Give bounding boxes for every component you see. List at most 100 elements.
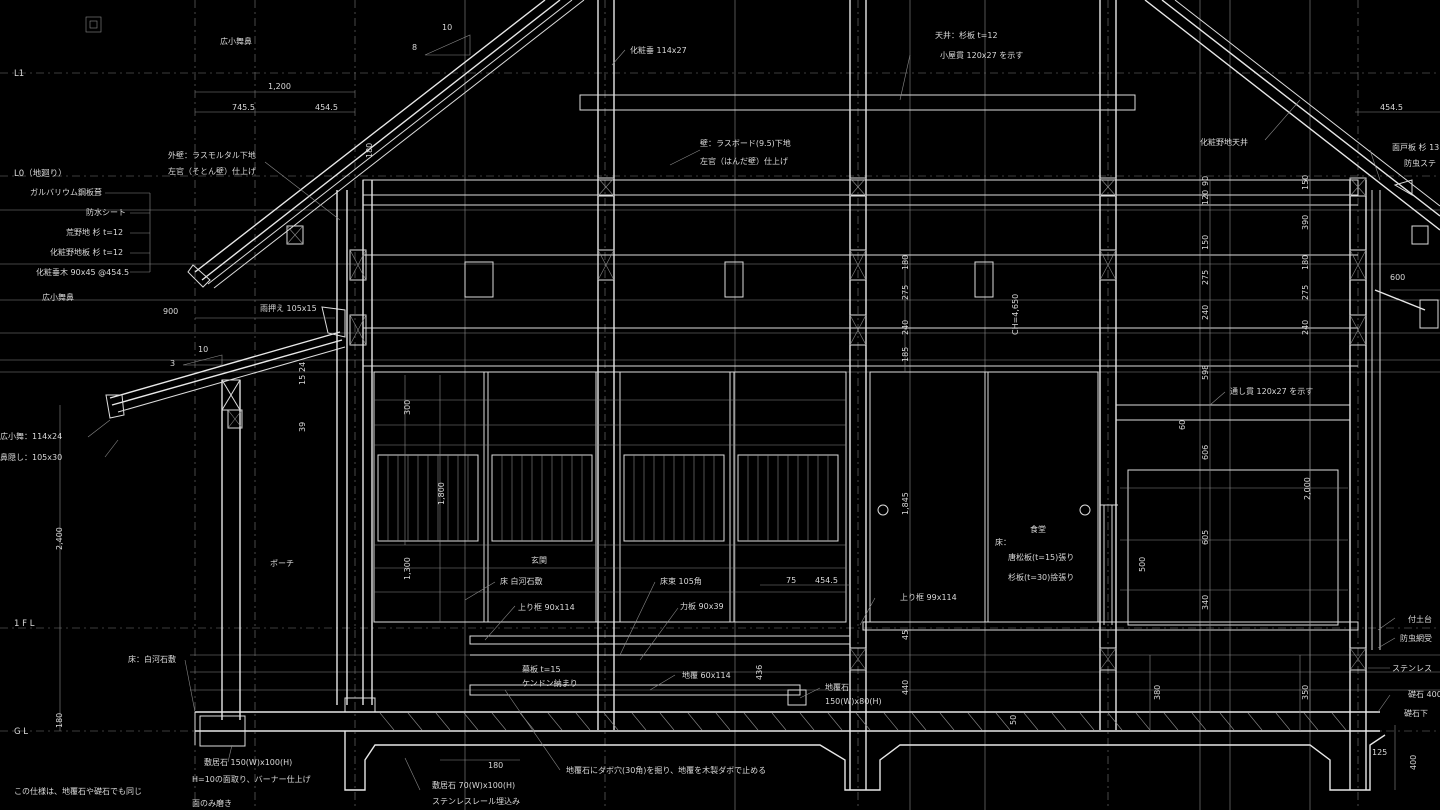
dim-180b: 180 <box>901 255 910 270</box>
label-shokudo: 食堂 <box>1030 524 1046 534</box>
dim-454b: 454.5 <box>1380 103 1403 112</box>
floor-hatch <box>883 712 899 731</box>
label-sakan: 左官（はんだ壁）仕上げ <box>700 156 788 166</box>
dim-606: 606 <box>1201 445 1210 460</box>
foundation <box>194 621 1386 791</box>
structure <box>221 0 1381 790</box>
dim-ch: CH=4,650 <box>1011 294 1020 335</box>
dim-180d: 180 <box>55 713 64 728</box>
floor-hatch <box>1191 712 1207 731</box>
label-jifukuishi-dim: 150(W)x80(H) <box>825 697 882 706</box>
floor-hatch <box>1079 712 1095 731</box>
dim-60: 60 <box>1178 420 1187 430</box>
floor-hatch <box>799 712 815 731</box>
dim-24: 24 <box>298 362 307 372</box>
floor-hatch <box>463 712 479 731</box>
dim-90: 90 <box>1201 176 1210 186</box>
label-tomatsu: 唐松板(t=15)張り <box>1008 552 1074 562</box>
floor-hatch <box>771 712 787 731</box>
dim-436: 436 <box>755 665 764 680</box>
dim-1300: 1,300 <box>403 557 412 580</box>
dim-180e: 180 <box>365 143 374 158</box>
label-gaiheki: 外壁：ラスモルタル下地 <box>168 150 256 160</box>
label-keshou-noji: 化粧野地板 杉 t=12 <box>50 247 123 257</box>
label-kendon: ケンドン納まり <box>522 678 578 688</box>
slope-markers <box>182 34 471 366</box>
dim-1800: 1,800 <box>437 482 446 505</box>
leader-lines <box>87 49 1396 791</box>
dim-2400: 2,400 <box>55 527 64 550</box>
label-mendo: 面戸板 杉 13 <box>1392 142 1439 152</box>
floor-hatch <box>855 712 871 731</box>
level-l1: L1 <box>14 69 24 79</box>
floor-hatch <box>911 712 927 731</box>
dining-doors <box>869 371 1350 626</box>
floor-hatch <box>1331 712 1347 731</box>
label-sugi30: 杉板(t=30)捨張り <box>1008 572 1074 582</box>
dim-340: 340 <box>1201 595 1210 610</box>
dim-745: 745.5 <box>232 103 255 112</box>
beams <box>227 94 1429 671</box>
slope-eave-rise: 10 <box>198 345 208 354</box>
dim-1845: 1,845 <box>901 492 910 515</box>
slope-eave-run: 3 <box>170 359 175 368</box>
floor-hatch <box>715 712 731 731</box>
level-l0: L0（地廻り） <box>14 168 67 179</box>
label-toushinuki: 通し貫 120x27 を示す <box>1230 386 1313 396</box>
dim-240a: 240 <box>901 320 910 335</box>
floor-hatch <box>687 712 703 731</box>
dim-350: 350 <box>1301 685 1310 700</box>
label-bouchu: 防虫ステ <box>1404 158 1436 168</box>
slope-main-rise: 10 <box>442 23 452 32</box>
label-reiishi: 礎石 400 <box>1408 689 1440 699</box>
dimension-lines <box>59 91 1440 790</box>
dim-275c: 275 <box>1301 285 1310 300</box>
floor-hatch <box>827 712 843 731</box>
label-hirokomai-bottom: 広小舞鼻 <box>42 292 74 302</box>
dim-275a: 275 <box>901 285 910 300</box>
floor-hatch <box>603 712 619 731</box>
floor-hatch <box>435 712 451 731</box>
label-hirokomai-top: 広小舞鼻 <box>220 36 252 46</box>
dim-180c: 180 <box>1301 255 1310 270</box>
label-porch: ポーチ <box>270 559 294 568</box>
entrance-doors <box>373 371 847 623</box>
dim-125: 125 <box>1372 748 1387 757</box>
label-yukazuka: 床束 105角 <box>660 576 702 586</box>
level-gl: G L <box>14 727 28 737</box>
dim-120: 120 <box>1201 190 1210 205</box>
corner-marker-icon <box>85 16 102 33</box>
label-hanakakushi: 鼻隠し：105x30 <box>0 452 62 462</box>
dim-454c: 454.5 <box>815 576 838 585</box>
label-amaosae: 雨押え 105x15 <box>260 303 317 313</box>
label-kabe: 壁：ラスボード(9.5)下地 <box>700 138 791 148</box>
label-hirokomai: 広小舞：114x24 <box>0 431 62 441</box>
dim-900: 900 <box>163 307 178 316</box>
label-agarikamachi: 上り框 90x114 <box>518 602 575 612</box>
floor-hatch <box>1163 712 1179 731</box>
label-shikiishi1: 敷居石 150(W)x100(H) <box>204 757 292 767</box>
label-agarikamachi2: 上り框 99x114 <box>900 592 957 602</box>
floor-hatch <box>939 712 955 731</box>
dim-400: 400 <box>1409 755 1418 770</box>
label-men-nomi: 面のみ磨き <box>192 798 232 808</box>
dim-180: 180 <box>488 761 503 770</box>
floor-hatch <box>491 712 507 731</box>
label-keshou-tenjou: 化粧野地天井 <box>1200 137 1248 147</box>
floor-hatch <box>407 712 423 731</box>
dim-240b: 240 <box>1201 305 1210 320</box>
label-yuka-shirakawa: 床 白河石敷 <box>500 576 543 586</box>
floor-hatch <box>1023 712 1039 731</box>
dim-598: 598 <box>1201 365 1210 380</box>
dim-2000: 2,000 <box>1303 477 1312 500</box>
floor-hatch <box>1051 712 1067 731</box>
dim-440: 440 <box>901 680 910 695</box>
dim-150b: 150 <box>1301 175 1310 190</box>
label-gaiheki2: 左官（そとん壁）仕上げ <box>168 166 256 176</box>
floor-hatch <box>659 712 675 731</box>
floor-hatch <box>1135 712 1151 731</box>
label-stainless: ステンレス <box>1392 664 1432 673</box>
dim-600: 600 <box>1390 273 1405 282</box>
label-yuka-porch: 床：白河石敷 <box>128 654 176 664</box>
